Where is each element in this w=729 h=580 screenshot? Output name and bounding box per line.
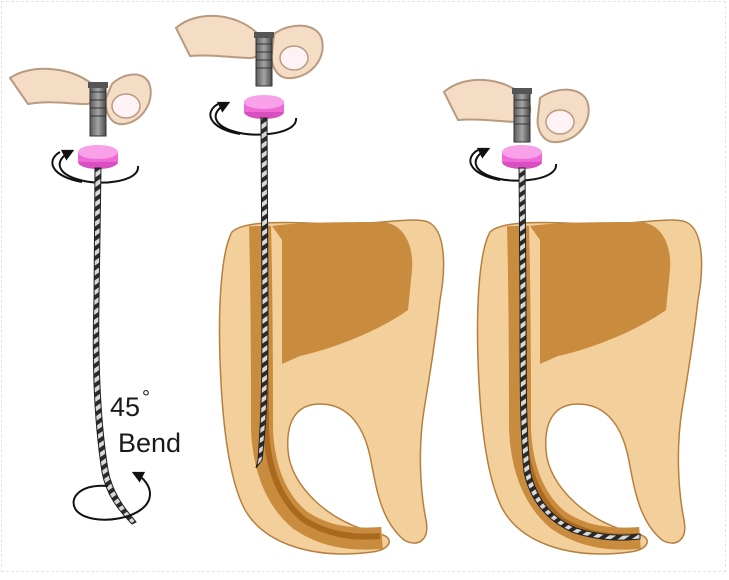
molar-tooth-icon: [444, 80, 702, 554]
degree-symbol: °: [142, 387, 150, 409]
rotation-arrow-icon: [470, 150, 500, 180]
angle-label: 45: [110, 392, 140, 422]
file-handle: [88, 82, 108, 136]
molar-tooth-icon: [176, 16, 444, 554]
rotation-arrow-icon: [210, 104, 240, 134]
rubber-stopper-icon: [244, 95, 284, 119]
endodontic-file-icon: [93, 168, 136, 524]
file-handle: [512, 88, 532, 142]
rubber-stopper-icon: [502, 145, 542, 169]
hand-icon: [10, 69, 151, 124]
rotation-arrow-icon: [52, 152, 82, 182]
rubber-stopper-icon: [78, 145, 118, 169]
file-handle: [254, 32, 274, 86]
free-file-group: 45 ° Bend: [10, 69, 181, 524]
bend-label: Bend: [118, 428, 181, 458]
hand-icon: [176, 16, 323, 78]
